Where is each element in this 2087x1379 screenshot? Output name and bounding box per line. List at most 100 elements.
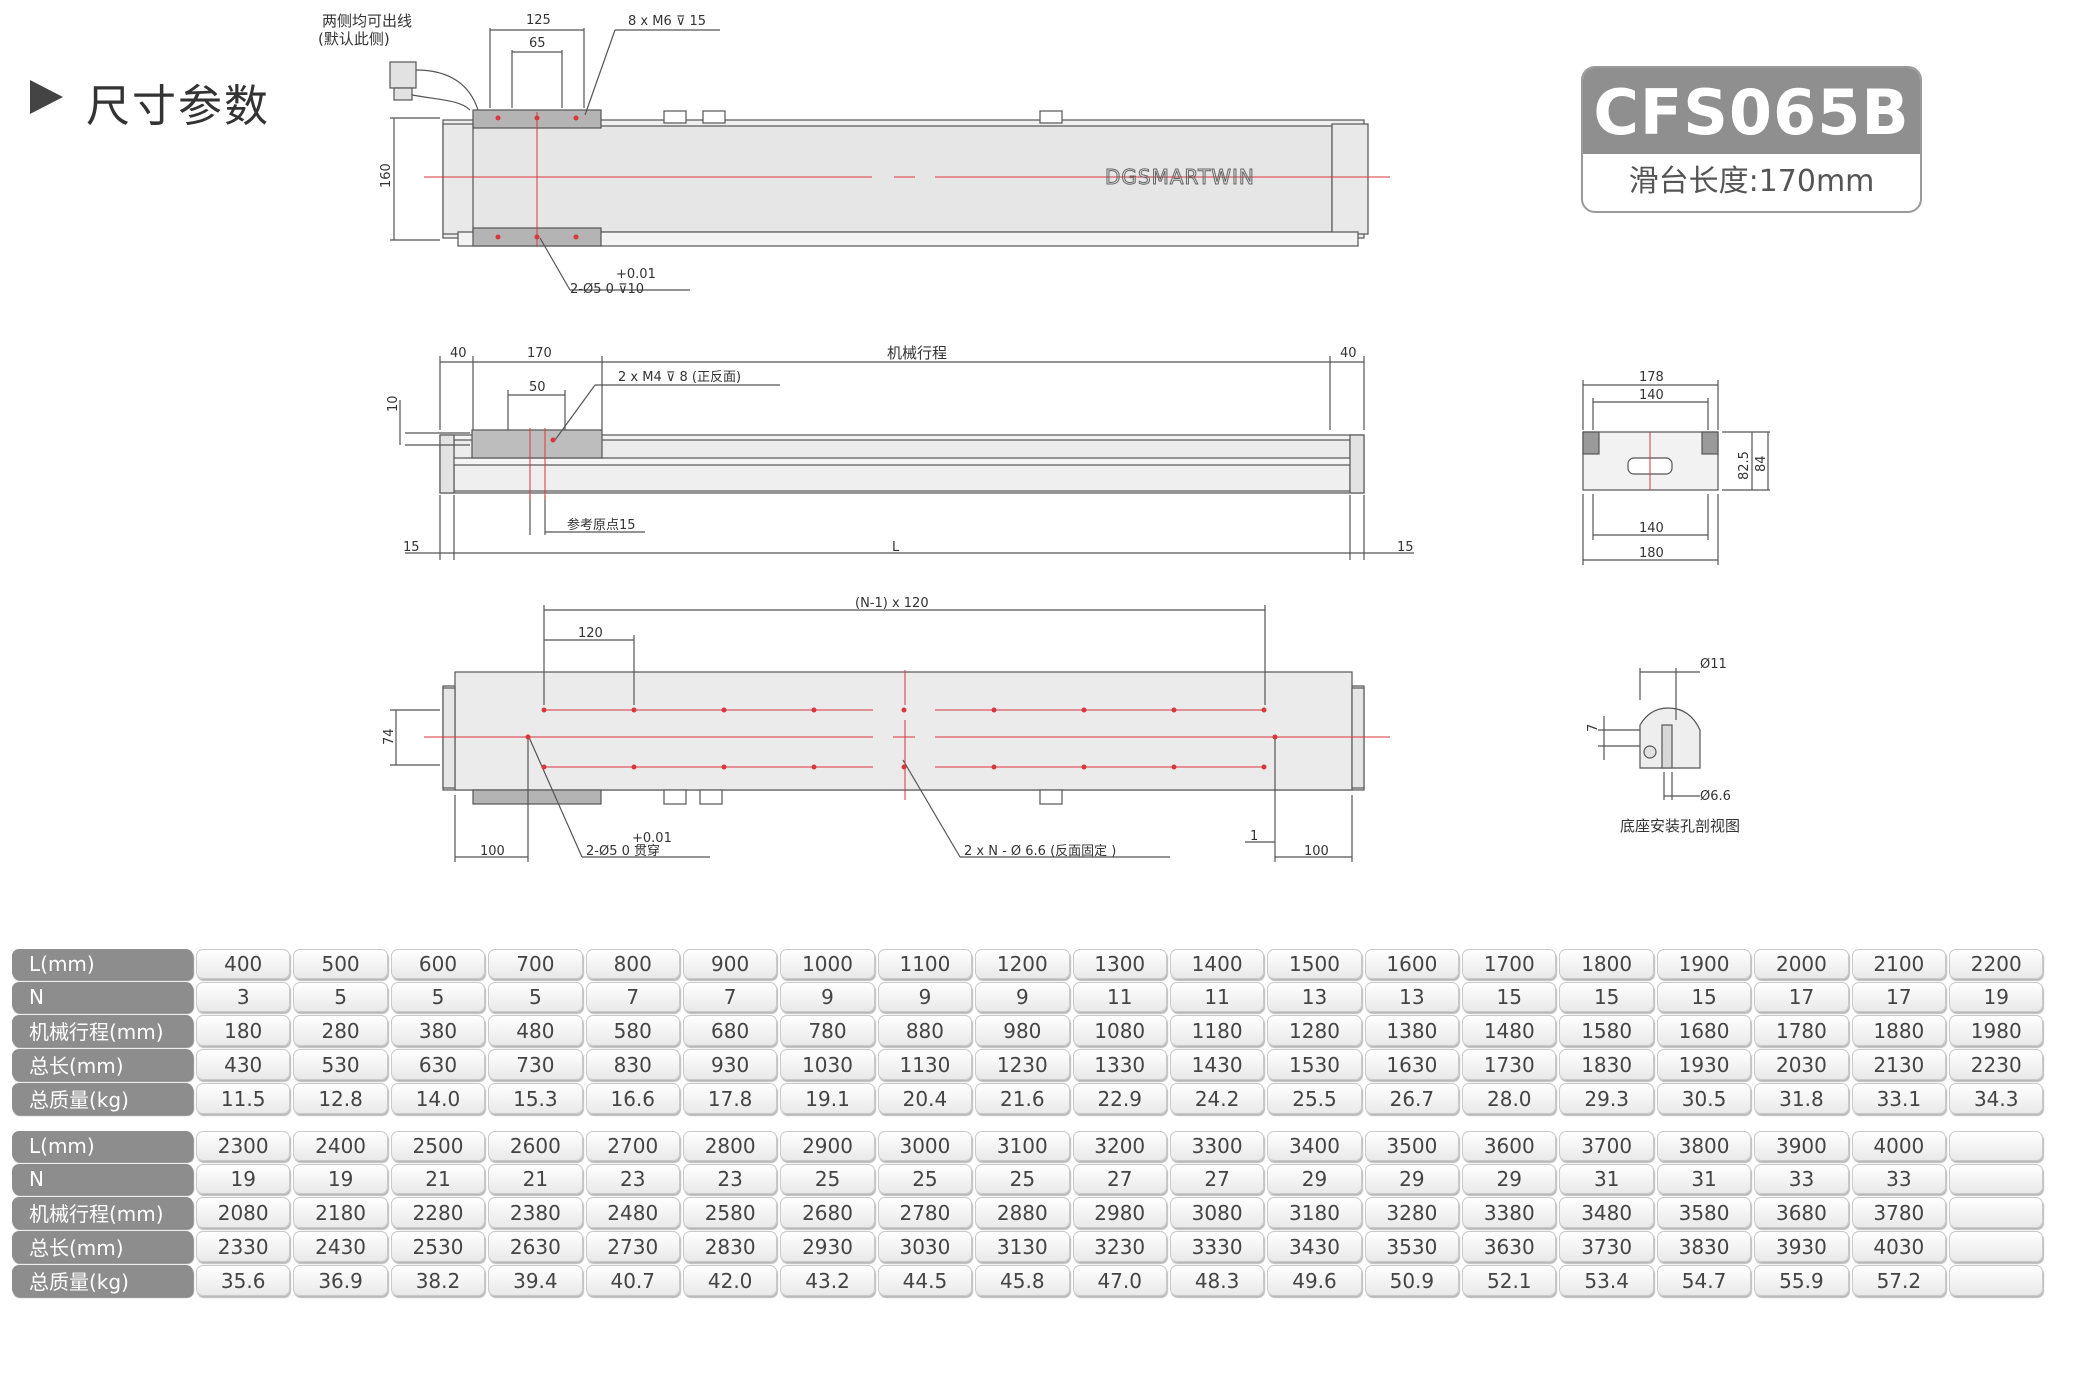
- table-cell: 1730: [1462, 1049, 1557, 1080]
- table-cell: 29: [1462, 1164, 1557, 1194]
- table-cell: 31: [1559, 1164, 1654, 1194]
- end-dim-140-top: 140: [1639, 388, 1664, 403]
- table-cell: 7: [585, 982, 680, 1012]
- dim-74: 74: [382, 728, 397, 745]
- row-header: 总长(mm): [12, 1049, 193, 1080]
- table-cell: 3130: [975, 1231, 1070, 1262]
- table-cell: 2900: [780, 1131, 875, 1161]
- row-header: L(mm): [12, 1131, 193, 1161]
- table-cell: 42.0: [682, 1265, 778, 1296]
- table-cell: 2800: [682, 1131, 778, 1161]
- table-cell: 28.0: [1462, 1083, 1557, 1114]
- table-cell: 1580: [1559, 1015, 1654, 1046]
- table-cell: 19: [293, 1164, 388, 1194]
- table-cell: 3: [196, 982, 291, 1012]
- table-cell: 2930: [780, 1231, 875, 1262]
- dim-100-left: 100: [480, 844, 505, 859]
- table-cell: 29: [1364, 1164, 1460, 1194]
- table-cell: 2400: [293, 1131, 388, 1161]
- side-slider: [471, 429, 603, 459]
- table-cell: 1980: [1949, 1015, 2044, 1046]
- table-cell: 23: [585, 1164, 680, 1194]
- table-cell: 5: [293, 982, 388, 1012]
- table-cell: 400: [196, 949, 291, 979]
- dim-1: 1: [1250, 829, 1258, 844]
- table-cell: 9: [780, 982, 875, 1012]
- table-cell: 35.6: [196, 1265, 291, 1296]
- table-cell: 3200: [1072, 1131, 1167, 1161]
- table-cell: 52.1: [1462, 1265, 1557, 1296]
- table-cell: 1180: [1169, 1015, 1265, 1046]
- table-cell: 2080: [196, 1197, 291, 1228]
- table-cell: 50.9: [1364, 1265, 1460, 1296]
- table-cell: 1230: [975, 1049, 1070, 1080]
- table-cell: 3680: [1754, 1197, 1849, 1228]
- note-m6: 8 x M6 ⊽ 15: [628, 14, 706, 29]
- row-header: N: [12, 1164, 193, 1194]
- table-cell: 4030: [1851, 1231, 1947, 1262]
- section-dim-d6-6: Ø6.6: [1700, 789, 1731, 804]
- table-cell: 29: [1267, 1164, 1362, 1194]
- end-dim-140-bottom: 140: [1639, 521, 1664, 536]
- table-cell: 1780: [1754, 1015, 1849, 1046]
- table-cell: 25: [877, 1164, 973, 1194]
- end-dim-82-5: 82.5: [1737, 451, 1752, 480]
- table-cell: 380: [390, 1015, 486, 1046]
- table-cell: 44.5: [877, 1265, 973, 1296]
- table-cell: 9: [877, 982, 973, 1012]
- table-cell: 3430: [1267, 1231, 1362, 1262]
- table-cell: 21: [390, 1164, 486, 1194]
- table-cell: 15: [1462, 982, 1557, 1012]
- table-cell: 45.8: [975, 1265, 1070, 1296]
- table-cell: [1949, 1231, 2044, 1262]
- table-cell: 25: [975, 1164, 1070, 1194]
- table-cell: 680: [682, 1015, 778, 1046]
- table-cell: 39.4: [488, 1265, 583, 1296]
- pitch-label: (N-1) x 120: [855, 596, 929, 611]
- table-cell: [1949, 1197, 2044, 1228]
- dim-15-left: 15: [403, 540, 420, 555]
- table-cell: 1380: [1364, 1015, 1460, 1046]
- table-cell: 2830: [682, 1231, 778, 1262]
- table-cell: 38.2: [390, 1265, 486, 1296]
- table-cell: 2500: [390, 1131, 486, 1161]
- row-header: 总质量(kg): [12, 1083, 193, 1114]
- table-cell: 3330: [1169, 1231, 1265, 1262]
- section-title: 尺寸参数: [86, 81, 270, 132]
- tolerance-1: +0.01: [616, 267, 656, 282]
- note-hole-top: 2-Ø5 0 ⊽10: [570, 282, 644, 297]
- table-cell: 880: [877, 1015, 973, 1046]
- table-cell: 15: [1559, 982, 1654, 1012]
- table-cell: 3580: [1656, 1197, 1752, 1228]
- dim-160: 160: [379, 163, 394, 188]
- table-cell: 11.5: [196, 1083, 291, 1114]
- dim-40-left: 40: [450, 346, 467, 361]
- table-cell: 3600: [1462, 1131, 1557, 1161]
- dim-170: 170: [527, 346, 552, 361]
- table-cell: 1130: [877, 1049, 973, 1080]
- tolerance-2: +0.01: [632, 831, 672, 846]
- table-cell: 19: [1949, 982, 2044, 1012]
- row-header: 总长(mm): [12, 1231, 193, 1262]
- table-cell: 33.1: [1851, 1083, 1947, 1114]
- table-cell: 1680: [1656, 1015, 1752, 1046]
- table-cell: 1530: [1267, 1049, 1362, 1080]
- ref-origin: 参考原点15: [567, 517, 636, 533]
- table-cell: 21: [488, 1164, 583, 1194]
- table-cell: 930: [682, 1049, 778, 1080]
- brand-logo-text: DGSMARTWIN: [1105, 165, 1255, 189]
- table-cell: 2180: [293, 1197, 388, 1228]
- table-cell: 3030: [877, 1231, 973, 1262]
- table-cell: 1100: [877, 949, 973, 979]
- table-cell: 2200: [1949, 949, 2044, 979]
- dim-120: 120: [578, 626, 603, 641]
- table-cell: 280: [293, 1015, 388, 1046]
- table-cell: 2780: [877, 1197, 973, 1228]
- end-dim-180: 180: [1639, 546, 1664, 561]
